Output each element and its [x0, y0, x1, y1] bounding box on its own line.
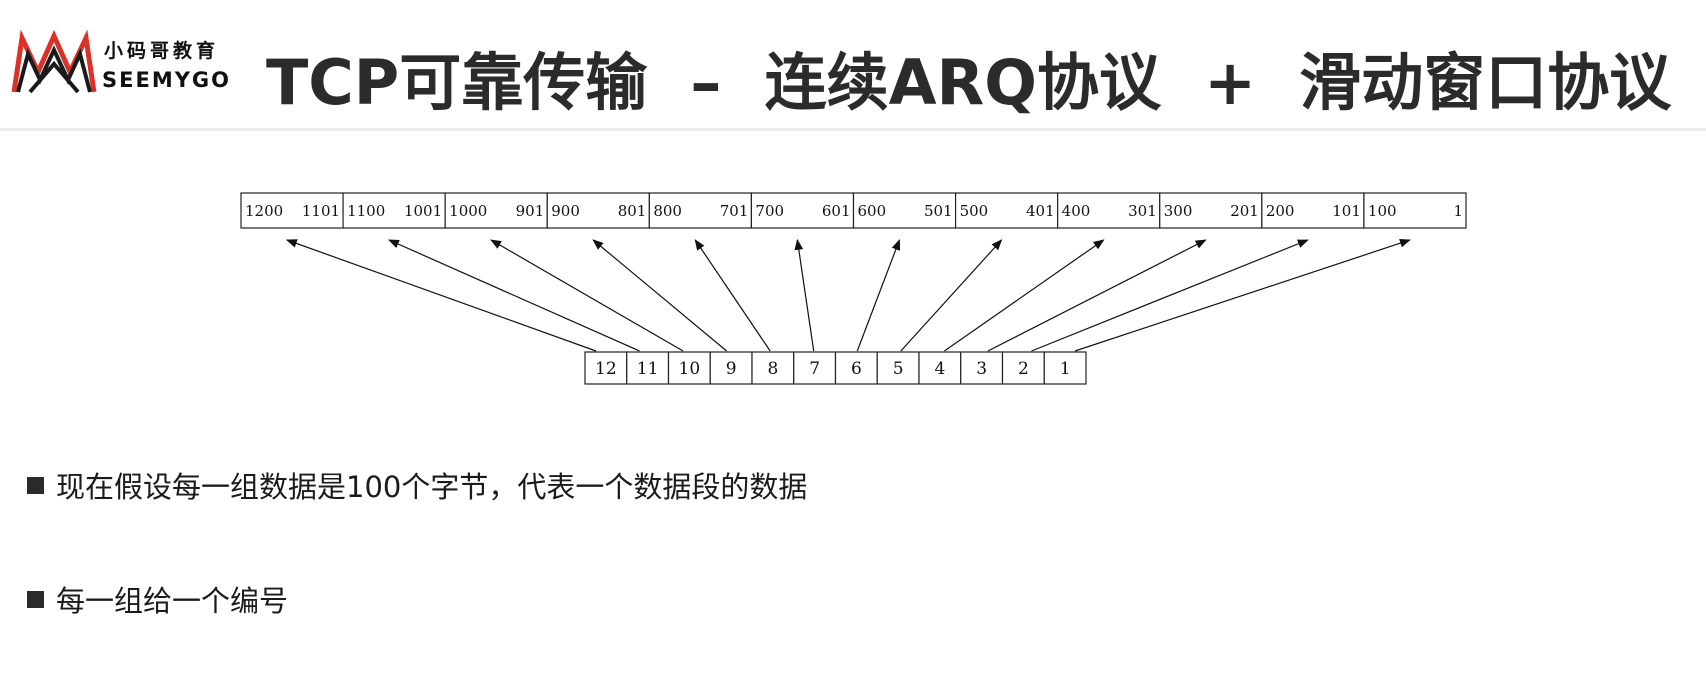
mapping-arrow	[1031, 239, 1309, 352]
byte-range-cell	[750, 192, 855, 229]
segment-number-cell	[918, 351, 962, 385]
segment-number-label: 7	[809, 359, 820, 379]
byte-range-end-label: 101	[1332, 202, 1361, 220]
arrow-group	[285, 238, 1411, 352]
logo-mark-icon	[11, 29, 97, 94]
byte-range-start-label: 1200	[245, 202, 283, 220]
mapping-arrow	[1074, 238, 1411, 352]
byte-range-start-label: 600	[858, 202, 887, 220]
byte-range-cell	[1159, 192, 1263, 229]
byte-range-end-label: 601	[822, 202, 851, 220]
segment-number-cell	[584, 351, 628, 385]
mapping-arrow	[388, 239, 640, 352]
byte-range-start-label: 300	[1164, 202, 1193, 220]
segment-number-label: 4	[934, 359, 945, 379]
byte-range-cell	[444, 192, 548, 229]
page-title: TCP可靠传输 – 连续ARQ协议 + 滑动窗口协议	[266, 46, 1672, 119]
header-divider	[0, 128, 1706, 131]
logo: 小码哥教育 SEEMYGO	[8, 28, 240, 100]
byte-range-end-label: 701	[720, 202, 749, 220]
byte-range-cell	[852, 192, 957, 229]
segment-number-label: 1	[1060, 359, 1071, 379]
bullet-item-1: 现在假设每一组数据是100个字节，代表一个数据段的数据	[27, 464, 807, 506]
mapping-arrow	[285, 239, 597, 352]
bullet-square-icon	[27, 591, 44, 608]
byte-range-end-label: 1101	[302, 202, 340, 220]
segment-number-row: 12 11 10 9 8 7 6 5 4 3 2 1	[584, 351, 1087, 385]
segment-number-cell	[626, 351, 670, 385]
byte-range-end-label: 301	[1128, 202, 1157, 220]
mapping-arrow	[794, 238, 815, 352]
byte-range-end-label: 801	[618, 202, 647, 220]
segment-number-cell	[793, 351, 837, 385]
byte-range-cell	[954, 192, 1059, 229]
byte-range-end-label: 501	[924, 202, 953, 220]
byte-range-end-label: 201	[1230, 202, 1259, 220]
byte-range-cell	[546, 192, 650, 229]
header: 小码哥教育 SEEMYGO TCP可靠传输 – 连续ARQ协议 + 滑动窗口协议	[0, 0, 1706, 128]
segment-number-label: 12	[595, 359, 617, 379]
byte-range-end-label: 901	[516, 202, 545, 220]
mapping-arrow	[856, 238, 901, 352]
byte-range-start-label: 700	[755, 202, 784, 220]
byte-range-start-label: 800	[653, 202, 682, 220]
segment-number-cell	[834, 351, 878, 385]
byte-range-cell	[1363, 192, 1467, 229]
mapping-arrow	[694, 239, 771, 352]
mapping-arrow	[490, 239, 684, 352]
segment-number-label: 9	[726, 359, 737, 379]
segment-number-label: 2	[1018, 359, 1029, 379]
segment-number-cell	[667, 351, 711, 385]
byte-range-start-label: 200	[1266, 202, 1295, 220]
segment-number-cell	[751, 351, 795, 385]
byte-range-end-label: 1001	[404, 202, 442, 220]
byte-range-start-label: 500	[960, 202, 989, 220]
segment-number-label: 11	[637, 359, 659, 379]
byte-range-start-label: 400	[1062, 202, 1091, 220]
segment-number-cell	[1001, 351, 1045, 385]
byte-range-end-label: 401	[1026, 202, 1055, 220]
byte-range-start-label: 900	[551, 202, 580, 220]
segment-number-label: 6	[851, 359, 862, 379]
segment-number-label: 3	[976, 359, 987, 379]
bullet-text-2: 每一组给一个编号	[56, 584, 289, 618]
bullet-square-icon	[27, 477, 44, 494]
bullet-text-1: 现在假设每一组数据是100个字节，代表一个数据段的数据	[56, 470, 808, 504]
byte-range-start-label: 100	[1368, 202, 1397, 220]
segment-number-label: 8	[767, 359, 778, 379]
logo-chinese-text: 小码哥教育	[104, 40, 220, 62]
byte-range-cell	[648, 192, 753, 229]
byte-range-cell	[1261, 192, 1365, 229]
byte-range-cell	[1057, 192, 1161, 229]
mapping-arrow	[944, 239, 1105, 352]
segment-number-label: 10	[679, 359, 701, 379]
mapping-arrow	[592, 239, 728, 352]
byte-range-start-label: 1100	[347, 202, 385, 220]
segment-number-cell	[1043, 351, 1087, 385]
byte-range-cell	[342, 192, 446, 229]
byte-range-cell	[240, 192, 344, 229]
mapping-arrow	[900, 239, 1003, 352]
bullet-item-2: 每一组给一个编号	[27, 578, 288, 620]
mapping-arrow	[987, 239, 1207, 352]
byte-range-end-label: 1	[1453, 202, 1463, 220]
segment-number-label: 5	[893, 359, 904, 379]
byte-range-start-label: 1000	[449, 202, 487, 220]
logo-english-text: SEEMYGO	[102, 68, 232, 92]
